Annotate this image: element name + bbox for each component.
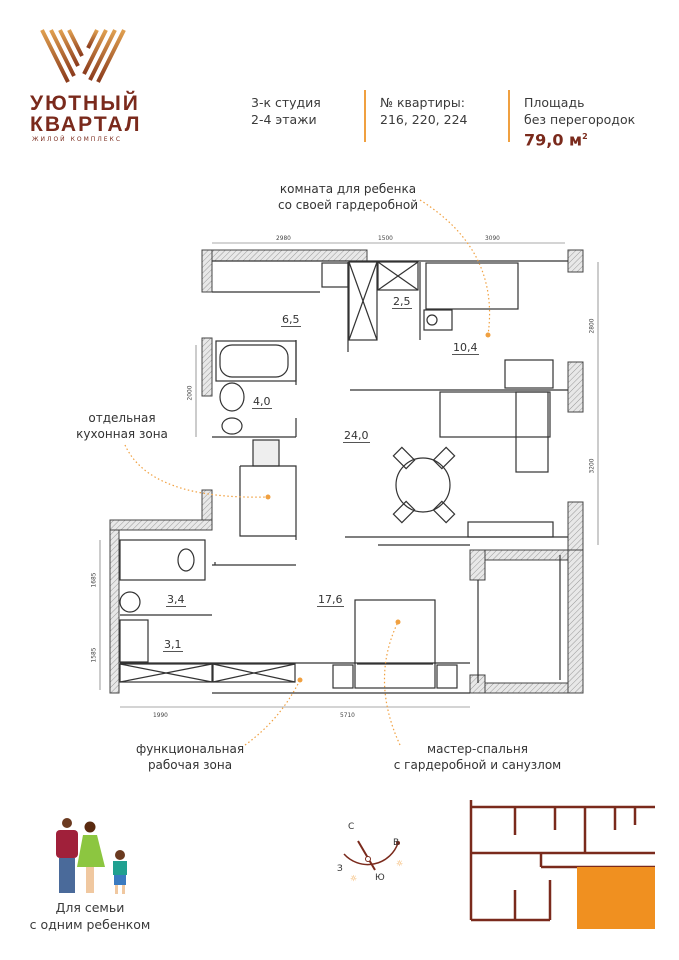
walls: [109, 249, 584, 694]
annotation-text: с гардеробной и санузлом: [393, 758, 562, 772]
compass-south: Ю: [375, 873, 385, 883]
brand-name-line1: УЮТНЫЙ: [30, 92, 140, 115]
svg-text:☼: ☼: [350, 874, 357, 883]
area-unit-sup: 2: [582, 132, 588, 141]
room-area-living: 24,0: [343, 429, 370, 443]
room-area-child-wardrobe: 2,5: [392, 295, 412, 309]
family-caption-line2: с одним ребенком: [29, 917, 151, 932]
family-illustration-icon: [56, 818, 127, 894]
partitions: [119, 260, 568, 694]
annotation-dots: [265, 332, 491, 683]
compass-icon: ☼ ☼: [343, 840, 403, 883]
room-area-master-bath: 3,4: [166, 593, 186, 607]
annotation-text: отдельная: [88, 411, 156, 425]
annotation-workspace: функциональная рабочая зона: [125, 741, 255, 773]
compass-west: З: [337, 864, 343, 874]
highlighted-apartment: [577, 867, 655, 929]
room-area-master-bedroom: 17,6: [317, 593, 344, 607]
floors-text: 2-4 этажи: [251, 112, 317, 127]
annotation-kitchen: отдельная кухонная зона: [62, 410, 182, 442]
annotation-leaders: [124, 199, 491, 746]
area-number: 79,0 м: [524, 130, 583, 150]
room-area-master-wardrobe: 3,1: [163, 638, 183, 652]
dim-right-lower: 3200: [587, 458, 596, 474]
brand-subtitle: ЖИЛОЙ КОМПЛЕКС: [32, 136, 123, 143]
dim-left-bath: 2000: [185, 385, 194, 401]
annotation-master-bedroom: мастер-спальня с гардеробной и санузлом: [390, 741, 565, 773]
logo-mark-icon: [40, 29, 126, 83]
apartments-value: 216, 220, 224: [380, 112, 468, 127]
room-area-bathroom: 4,0: [252, 395, 272, 409]
apartment-type: 3-к студия 2-4 этажи: [251, 94, 321, 128]
area-label-2: без перегородок: [524, 112, 636, 127]
dimension-lines: [99, 242, 599, 708]
logo: [38, 28, 128, 88]
apartments-label: № квартиры:: [380, 95, 465, 110]
dim-left-lower: 1585: [89, 647, 98, 663]
family-caption-line1: Для семьи: [55, 900, 125, 915]
dim-bottom-right: 5710: [340, 711, 355, 719]
annotation-text: рабочая зона: [147, 758, 233, 772]
annotation-text: комната для ребенка: [279, 182, 417, 196]
brand-name-line2: КВАРТАЛ: [30, 113, 142, 136]
annotation-text: кухонная зона: [76, 427, 168, 441]
dim-top-mid: 1500: [378, 234, 393, 242]
brand-name: УЮТНЫЙ КВАРТАЛ: [30, 93, 142, 135]
annotation-text: функциональная: [135, 742, 245, 756]
type-text: 3-к студия: [251, 95, 321, 110]
building-keyplan: [469, 800, 655, 929]
area-info: Площадь без перегородок 79,0 м2: [524, 94, 635, 148]
dim-top-right: 3090: [485, 234, 500, 242]
dim-bottom-left: 1990: [153, 711, 168, 719]
divider: [508, 90, 510, 142]
dim-right-upper: 2800: [587, 318, 596, 334]
dim-left-upper: 1685: [89, 572, 98, 588]
svg-text:☼: ☼: [396, 859, 403, 868]
compass-north: С: [348, 822, 355, 832]
annotation-text: со своей гардеробной: [277, 198, 419, 212]
room-area-child-room: 10,4: [452, 341, 479, 355]
divider: [364, 90, 366, 142]
room-area-hall: 6,5: [281, 313, 301, 327]
annotation-text: мастер-спальня: [427, 742, 528, 756]
area-label: Площадь: [524, 95, 585, 110]
dim-top-left: 2980: [276, 234, 291, 242]
apartment-numbers: № квартиры: 216, 220, 224: [380, 94, 467, 128]
area-value: 79,0 м2: [524, 128, 635, 148]
family-caption: Для семьи с одним ребенком: [20, 899, 160, 933]
annotation-child-room: комната для ребенка со своей гардеробной: [268, 181, 428, 213]
compass-east: В: [393, 838, 400, 848]
